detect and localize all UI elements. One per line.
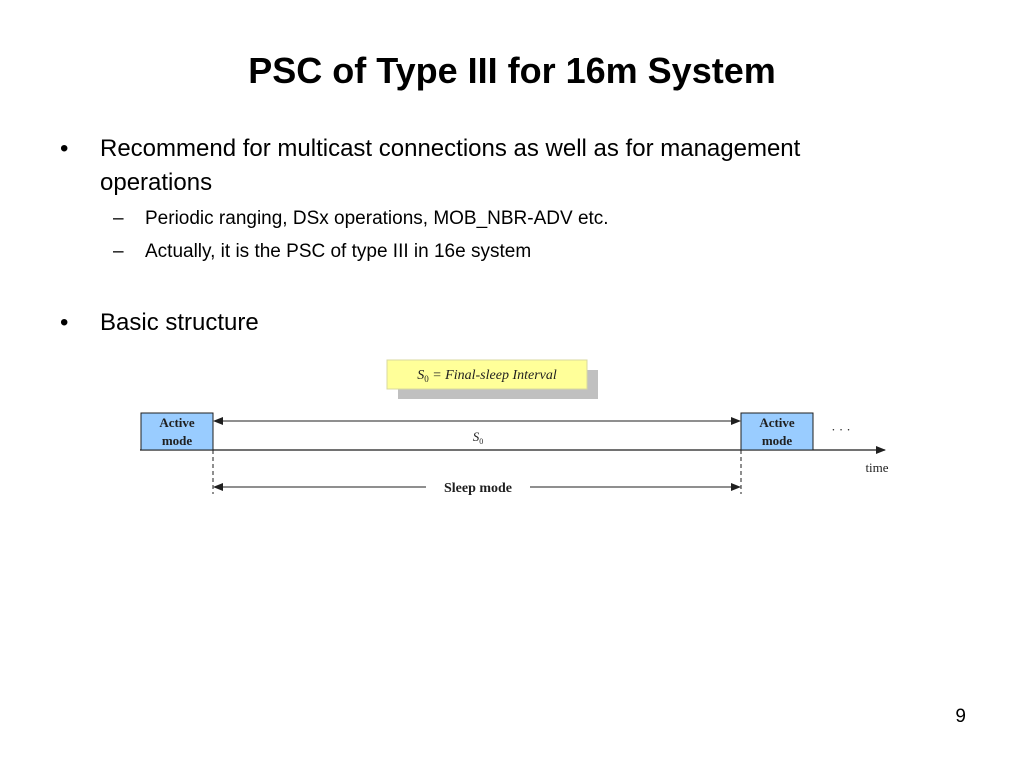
bullet-text-line-2: operations <box>100 169 213 196</box>
active-mode-left-line-1: Active <box>159 415 195 430</box>
page-number: 9 <box>955 706 966 727</box>
subitem-periodic-ranging: – Periodic ranging, DSx operations, MOB_… <box>113 206 609 232</box>
continuation-ellipsis: · · · <box>831 422 851 437</box>
active-mode-right-line-1: Active <box>759 415 795 430</box>
dash-marker: – <box>113 208 124 229</box>
active-mode-right-line-2: mode <box>762 433 793 448</box>
callout-label: S0 = Final-sleep Interval <box>417 368 557 384</box>
bullet-marker: • <box>60 309 69 336</box>
active-mode-left-line-2: mode <box>162 433 193 448</box>
callout-box <box>386 359 588 390</box>
subitem-psc-type-iii: – Actually, it is the PSC of type III in… <box>113 239 532 265</box>
subitem-text: Periodic ranging, DSx operations, MOB_NB… <box>145 208 609 229</box>
bullet-text-line-1: Recommend for multicast connections as w… <box>100 135 801 162</box>
bullet-item-basic-structure: • Basic structure <box>60 306 259 340</box>
dash-marker: – <box>113 241 124 262</box>
active-mode-box-right <box>740 412 814 451</box>
sleep-mode-label: Sleep mode <box>444 481 512 496</box>
interval-label: S0 <box>473 429 484 446</box>
time-label: time <box>865 460 888 475</box>
slide-title: PSC of Type III for 16m System <box>248 50 776 91</box>
subitem-text: Actually, it is the PSC of type III in 1… <box>145 241 532 262</box>
bullet-item-recommend: • Recommend for multicast connections as… <box>60 132 801 200</box>
bullet-text-line-1: Basic structure <box>100 309 259 336</box>
active-mode-box-left <box>140 412 214 451</box>
bullet-marker: • <box>60 135 69 162</box>
